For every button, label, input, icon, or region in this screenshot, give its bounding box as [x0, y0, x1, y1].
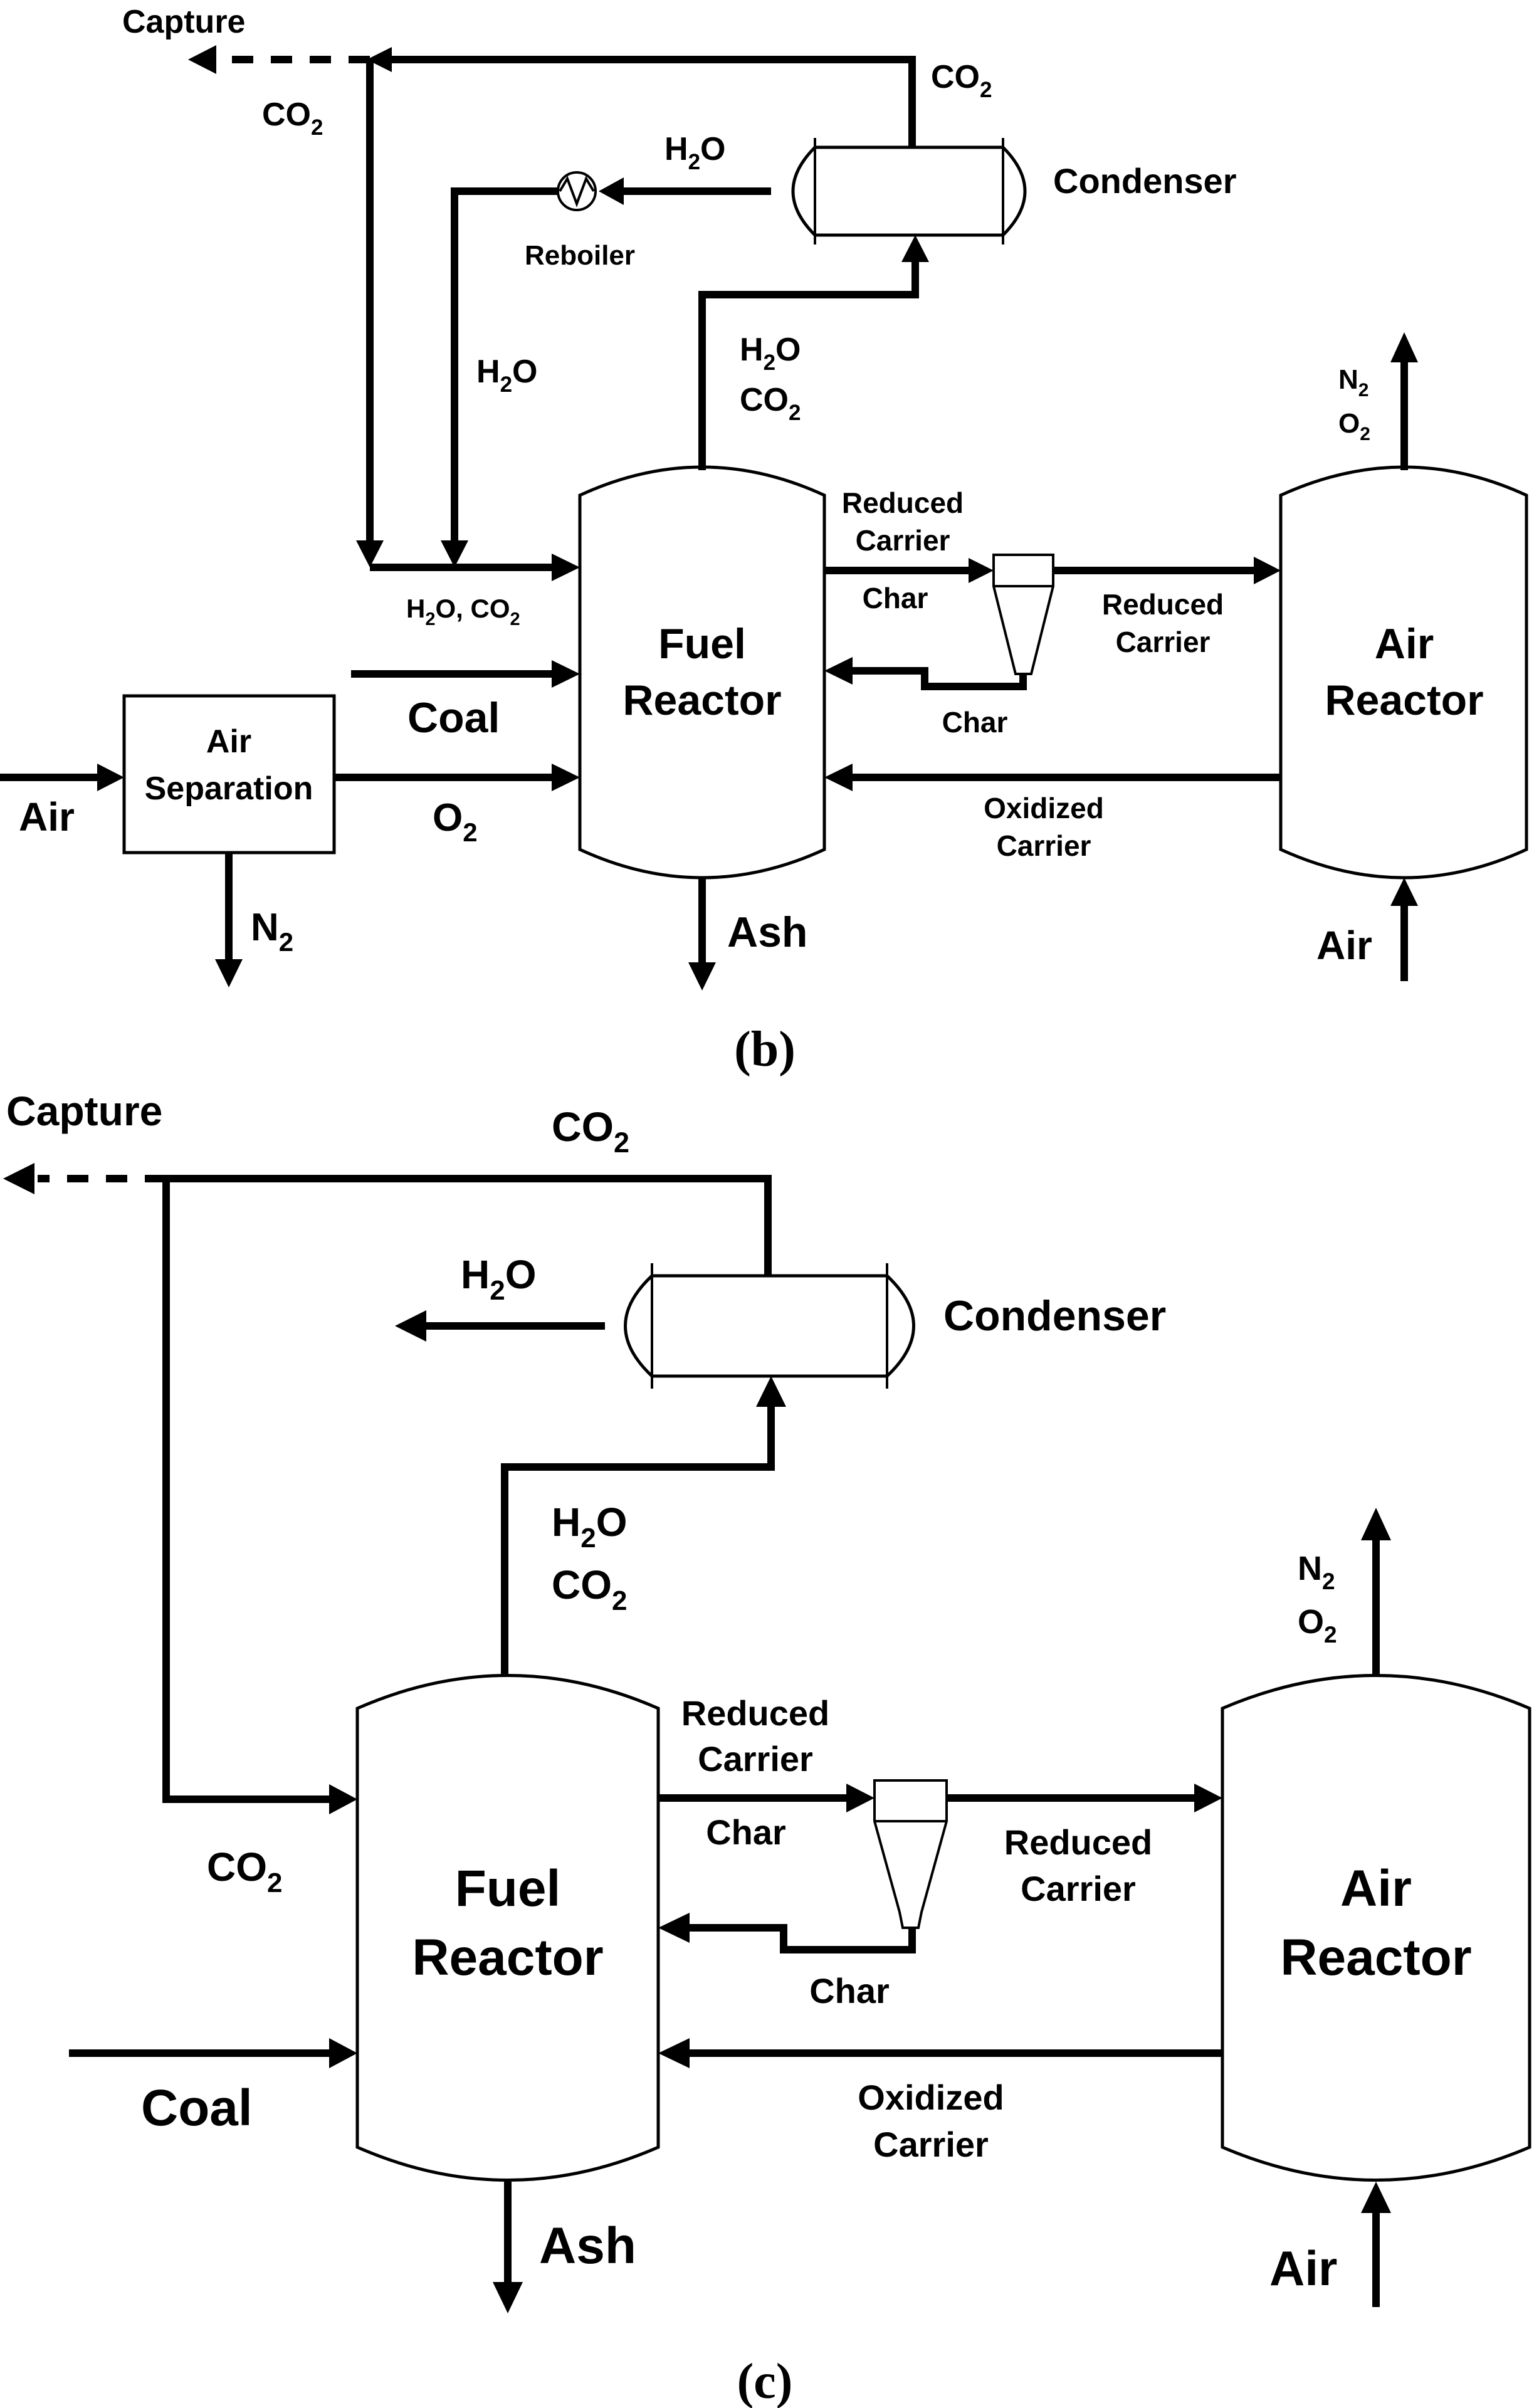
fuel-reactor-label-c-2: Reactor — [412, 1929, 603, 1986]
capture-label-c: Capture — [6, 1088, 162, 1134]
o2-vent-label-c: O2 — [1298, 1603, 1337, 1648]
reduced-carrier-2-label-c: Reduced — [1004, 1822, 1153, 1862]
condenser-label: Condenser — [1053, 161, 1237, 201]
co2-recycle-label-c: CO2 — [207, 1844, 282, 1898]
air-separation-label-1: Air — [206, 723, 251, 760]
h2o-reactor-label-c: H2O — [552, 1500, 627, 1554]
caption-c: (c) — [737, 2354, 793, 2408]
reduced-carrier-2b-label-c: Carrier — [1021, 1869, 1136, 1908]
reboiler-label: Reboiler — [525, 240, 635, 271]
o2-vent-label: O2 — [1338, 408, 1370, 444]
mix-label: H2O, CO2 — [406, 594, 520, 629]
oxidized-1-label: Oxidized — [984, 792, 1104, 824]
condenser-vessel — [791, 145, 1027, 237]
air-to-reactor-label-c: Air — [1269, 2241, 1337, 2296]
reduced-carrier-1-label: Reduced — [842, 486, 964, 519]
cyclone-separator — [992, 554, 1054, 675]
fuel-reactor-label-1: Fuel — [658, 620, 746, 668]
h2o-out-label-c: H2O — [461, 1252, 536, 1306]
air-reactor-label-2: Reactor — [1325, 676, 1483, 724]
fuel-reactor-vessel — [578, 465, 826, 880]
oxidized-2-label-c: Carrier — [873, 2125, 989, 2164]
air-to-reactor-label: Air — [1316, 923, 1372, 968]
air-reactor-vessel — [1279, 465, 1528, 880]
air-reactor-label-c-2: Reactor — [1280, 1929, 1471, 1986]
fuel-reactor-label-c-1: Fuel — [455, 1860, 561, 1917]
reduced-carrier-1b-label-c: Carrier — [698, 1739, 813, 1779]
char-1-label-c: Char — [706, 1812, 786, 1852]
air-reactor-vessel-c — [1221, 1674, 1531, 2182]
char-2-label-c: Char — [809, 1971, 890, 2011]
co2-top-label-c: CO2 — [552, 1103, 629, 1159]
h2o-condenser-label: H2O — [664, 131, 725, 174]
n2-vent-label: N2 — [1338, 364, 1368, 401]
co2-capture-label: CO2 — [262, 97, 323, 140]
reduced-carrier-2b-label: Carrier — [1116, 626, 1211, 658]
oxidized-1-label-c: Oxidized — [858, 2078, 1004, 2117]
panel-b: Fuel Reactor Air Reactor Air Separation … — [0, 4, 1528, 1077]
panel-c: Fuel Reactor Air Reactor Condenser Captu… — [3, 1088, 1531, 2408]
ash-label: Ash — [727, 908, 807, 956]
air-separation-label-2: Separation — [145, 770, 313, 807]
capture-label: Capture — [122, 4, 245, 40]
fuel-reactor-vessel-c — [355, 1674, 660, 2182]
char-2-label: Char — [942, 706, 1008, 739]
oxidized-2-label: Carrier — [997, 829, 1091, 862]
air-separation-unit — [122, 694, 336, 854]
char-1-label: Char — [863, 582, 928, 614]
co2-reactor-label-c: CO2 — [552, 1562, 627, 1616]
coal-label: Coal — [407, 694, 500, 742]
ash-label-c: Ash — [539, 2217, 636, 2274]
condenser-label-c: Condenser — [943, 1292, 1166, 1340]
o2-label: O2 — [433, 796, 478, 847]
air-reactor-label-c-1: Air — [1340, 1860, 1412, 1917]
n2-out-label: N2 — [251, 906, 293, 957]
reduced-carrier-2-label: Reduced — [1102, 588, 1224, 621]
condenser-vessel-c — [624, 1274, 915, 1378]
cyclone-separator-c — [873, 1779, 948, 1929]
caption-b: (b) — [734, 1022, 796, 1077]
coal-label-c: Coal — [141, 2079, 253, 2137]
air-in-label: Air — [19, 794, 75, 839]
co2-top-label: CO2 — [931, 59, 992, 102]
h2o-out-label: H2O — [740, 332, 801, 375]
h2o-recycle-label: H2O — [476, 354, 537, 397]
n2-vent-label-c: N2 — [1298, 1550, 1335, 1594]
reduced-carrier-1-label-c: Reduced — [681, 1693, 830, 1733]
reduced-carrier-1b-label: Carrier — [856, 524, 950, 557]
air-reactor-label-1: Air — [1375, 620, 1434, 668]
fuel-reactor-label-2: Reactor — [622, 676, 781, 724]
co2-out-label: CO2 — [740, 382, 801, 425]
